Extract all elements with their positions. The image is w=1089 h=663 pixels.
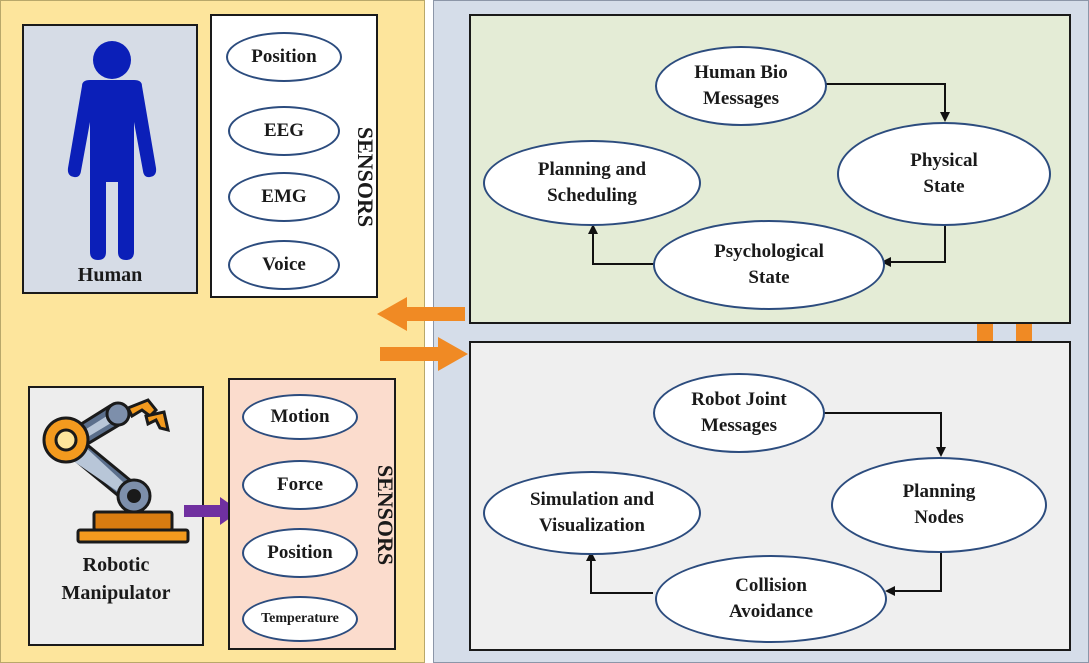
node-text: Planning and bbox=[537, 159, 647, 181]
sensor-temperature: Temperature bbox=[242, 596, 358, 642]
human-box: Human bbox=[22, 24, 198, 294]
node-text: State bbox=[748, 267, 790, 288]
node-text: Human Bio bbox=[694, 62, 788, 84]
panel-divider bbox=[425, 0, 433, 663]
robot-label-line2: Manipulator bbox=[61, 582, 171, 604]
sensor-force: Force bbox=[242, 460, 358, 510]
human-cycle-arrows bbox=[588, 83, 950, 267]
human-sensors-box: Position EEG EMG Voice SENSORS bbox=[210, 14, 378, 298]
sensor-position: Position bbox=[226, 32, 342, 82]
node-text: Simulation and bbox=[529, 489, 655, 511]
robot-cycle-arrows bbox=[586, 412, 946, 596]
robot-box: Robotic Manipulator bbox=[28, 386, 204, 646]
human-figure-icon bbox=[67, 41, 157, 260]
node-text: Messages bbox=[703, 88, 779, 109]
node-text: Avoidance bbox=[728, 601, 814, 622]
robot-sensors-box: Motion Force Position Temperature SENSOR… bbox=[228, 378, 398, 650]
node-text: Messages bbox=[701, 415, 777, 436]
orange-arrow-left-icon bbox=[377, 297, 465, 331]
human-label: Human bbox=[77, 264, 143, 286]
node-text: State bbox=[923, 176, 965, 197]
sensor-motion: Motion bbox=[242, 394, 358, 440]
node-text: Nodes bbox=[914, 507, 964, 528]
node-text: Psychological bbox=[714, 241, 824, 263]
human-sensors-title: SENSORS bbox=[353, 126, 378, 228]
sensor-emg: EMG bbox=[228, 172, 340, 222]
orange-arrow-right-icon bbox=[380, 337, 468, 371]
purple-arrow-icon bbox=[184, 497, 240, 525]
node-text: Physical bbox=[910, 150, 978, 172]
node-text: Visualization bbox=[539, 515, 645, 536]
robot-arm-icon bbox=[42, 398, 190, 544]
sensor-position-robot: Position bbox=[242, 528, 358, 578]
sensor-eeg: EEG bbox=[228, 106, 340, 156]
robot-sensors-title: SENSORS bbox=[373, 464, 398, 566]
node-text: Planning bbox=[902, 481, 976, 503]
node-text: Collision bbox=[735, 575, 807, 597]
robot-label-line1: Robotic bbox=[82, 554, 150, 576]
sensor-voice: Voice bbox=[228, 240, 340, 290]
node-text: Robot Joint bbox=[691, 389, 787, 411]
node-text: Scheduling bbox=[547, 185, 637, 206]
